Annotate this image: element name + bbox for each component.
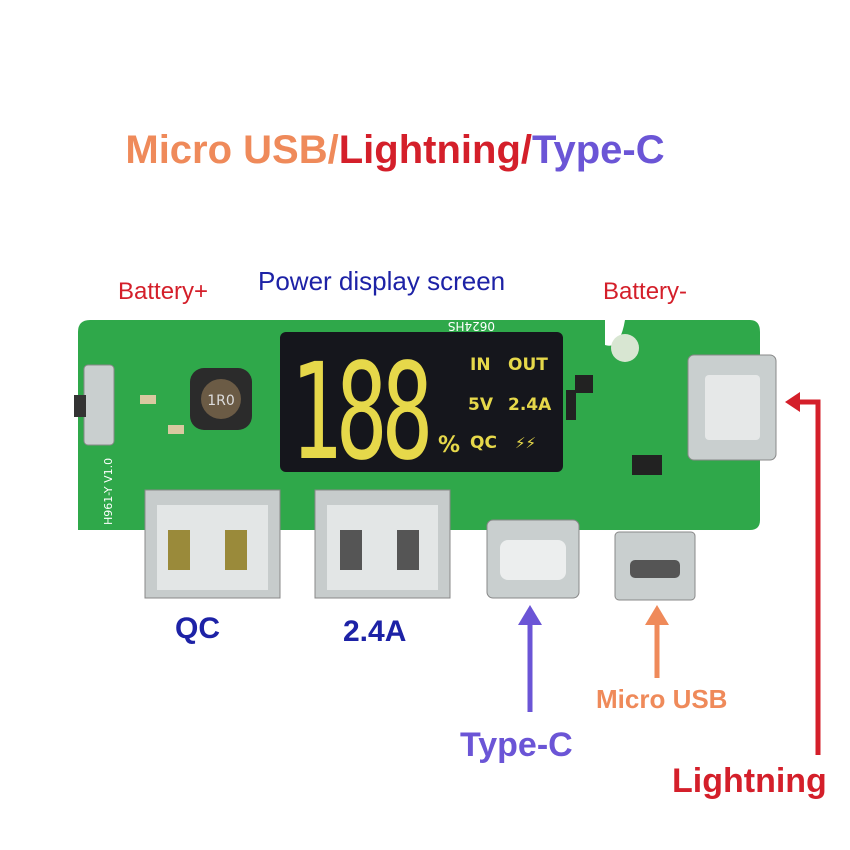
display-qc: QC xyxy=(470,433,497,453)
lightning-label: Lightning xyxy=(672,762,827,800)
lightning-port xyxy=(687,354,777,461)
usb-a-port-qc xyxy=(144,489,281,599)
micro-usb-arrow xyxy=(645,605,669,678)
2-4a-port-label: 2.4A xyxy=(343,615,407,648)
headline: Micro USB/Lightning/Type-C xyxy=(0,128,790,173)
pcb-model: H961-Y V1.0 xyxy=(102,458,115,525)
battery-minus-label: Battery- xyxy=(603,278,688,305)
headline-lightning: Lightning/ xyxy=(338,128,532,172)
display-out: OUT xyxy=(508,355,548,375)
display-in: IN xyxy=(470,355,491,375)
display-digits: 188 xyxy=(290,336,428,490)
battery-plus-label: Battery+ xyxy=(118,278,209,305)
mount-hole xyxy=(611,334,639,362)
power-display-label: Power display screen xyxy=(258,266,506,296)
micro-usb-port xyxy=(614,531,696,601)
inductor-mark: 1R0 xyxy=(207,393,235,409)
qc-port-label: QC xyxy=(175,612,220,645)
display-percent: % xyxy=(438,433,460,458)
micro-usb-label: Micro USB xyxy=(596,684,728,714)
type-c-label: Type-C xyxy=(460,726,573,764)
switch xyxy=(83,364,115,446)
display-screen xyxy=(280,332,563,472)
headline-type-c: Type-C xyxy=(532,128,665,172)
lightning-arrow xyxy=(785,392,821,755)
pcb-code: 0624HS xyxy=(448,319,495,333)
type-c-arrow xyxy=(518,605,542,712)
type-c-port xyxy=(486,519,580,599)
usb-a-port-2-4a xyxy=(314,489,451,599)
display-amp: 2.4A xyxy=(508,395,552,415)
headline-micro-usb: Micro USB/ xyxy=(125,128,339,172)
display-bolts: ⚡⚡ xyxy=(515,434,536,452)
display-volt: 5V xyxy=(468,395,494,415)
